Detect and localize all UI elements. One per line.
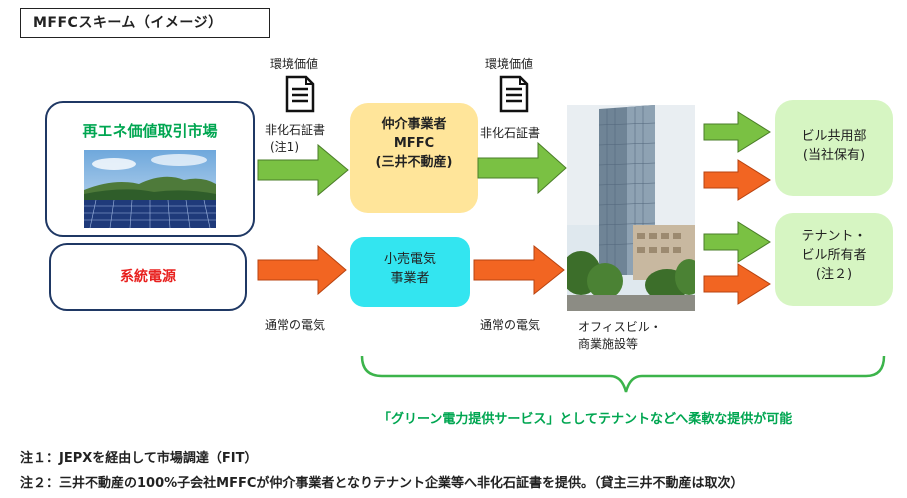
note-1: 注１：JEPXを経由して市場調達（FIT） xyxy=(20,451,258,466)
office-label-2: 商業施設等 xyxy=(578,337,639,351)
tenant-label-1: テナント・ xyxy=(801,229,867,244)
note-2: 注２：三井不動産の100%子会社MFFCが仲介事業者となりテナント企業等へ非化石… xyxy=(20,476,744,491)
bldg-common-label-2: (当社保有) xyxy=(802,148,866,163)
green-arrow-broker-building xyxy=(477,141,567,195)
broker-label-1: 仲介事業者 xyxy=(381,117,447,132)
tenant-label-2: ビル所有者 xyxy=(801,248,867,263)
normal-power-label-1: 通常の電気 xyxy=(265,318,326,332)
grid-power-node: 系統電源 xyxy=(49,243,247,311)
orange-arrow-to-common xyxy=(703,159,771,201)
renewable-market-label: 再エネ価値取引市場 xyxy=(82,122,218,140)
office-building-image xyxy=(567,105,695,311)
certificate-label-1: 非化石証書 xyxy=(265,123,326,137)
tenant-owner-node: テナント・ ビル所有者 (注２) xyxy=(775,213,893,306)
bldg-common-label-1: ビル共用部 xyxy=(801,129,867,144)
renewable-market-node: 再エネ価値取引市場 xyxy=(45,101,255,237)
env-value-label-1: 環境価値 xyxy=(270,57,319,71)
certificate-note-label: (注1) xyxy=(270,140,299,154)
green-arrow-market-broker xyxy=(257,143,349,197)
green-arrow-to-tenant xyxy=(703,221,771,263)
green-arrow-to-common xyxy=(703,111,771,153)
document-icon xyxy=(284,75,316,113)
building-common-area-node: ビル共用部 (当社保有) xyxy=(775,100,893,196)
document-icon xyxy=(498,75,530,113)
curly-brace xyxy=(360,355,886,393)
orange-arrows xyxy=(257,159,771,305)
retail-label-1: 小売電気 xyxy=(383,252,436,267)
orange-arrow-to-tenant xyxy=(703,263,771,305)
broker-label-3: (三井不動産) xyxy=(375,155,453,170)
retail-label-2: 事業者 xyxy=(390,271,430,286)
tenant-label-3: (注２) xyxy=(815,267,853,282)
retail-electricity-node: 小売電気 事業者 xyxy=(350,237,470,307)
service-banner: 「グリーン電力提供サービス」としてテナントなどへ柔軟な提供が可能 xyxy=(378,412,793,427)
broker-node: 仲介事業者 MFFC (三井不動産) xyxy=(350,103,478,213)
solar-panel-image xyxy=(84,150,216,228)
env-value-label-2: 環境価値 xyxy=(485,57,534,71)
office-label-1: オフィスビル・ xyxy=(578,320,662,334)
orange-arrow-grid-retail xyxy=(257,244,347,296)
broker-label-2: MFFC xyxy=(393,136,435,151)
normal-power-label-2: 通常の電気 xyxy=(480,318,541,332)
certificate-label-2: 非化石証書 xyxy=(480,126,541,140)
orange-arrow-retail-building xyxy=(473,244,565,296)
green-arrows xyxy=(257,111,771,263)
scheme-title: MFFCスキーム（イメージ） xyxy=(20,8,270,38)
